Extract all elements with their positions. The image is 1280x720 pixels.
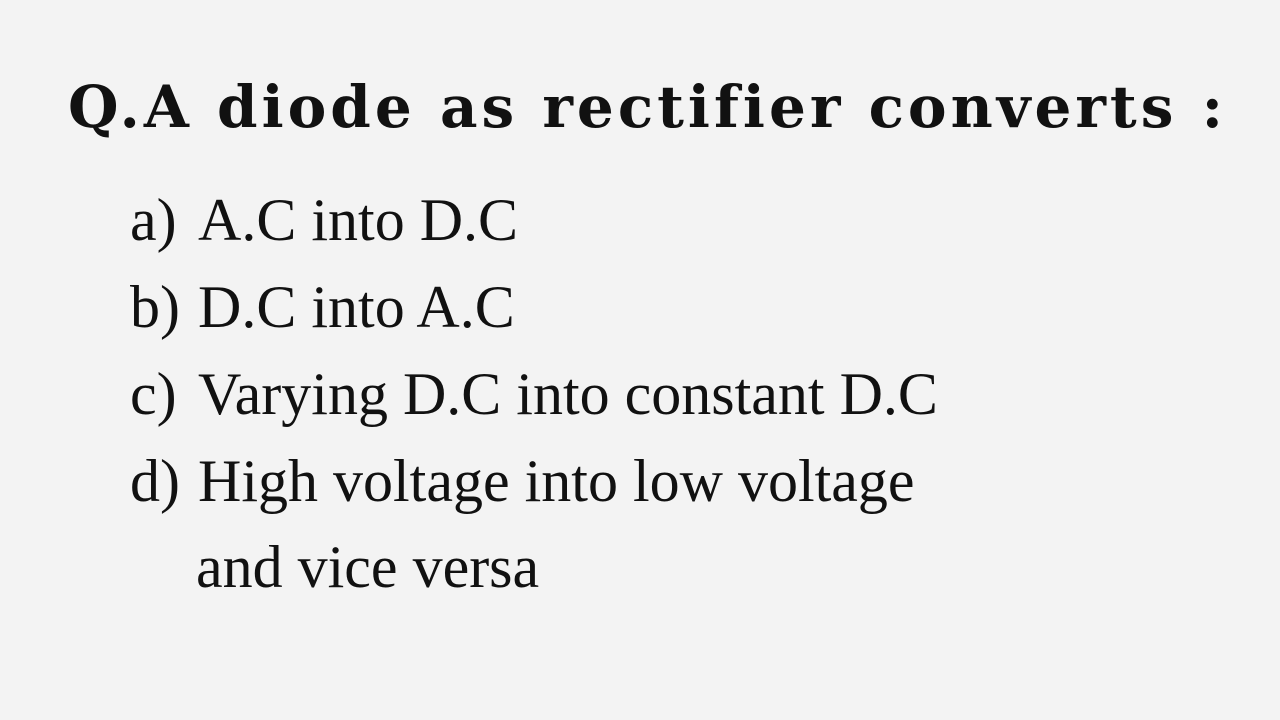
question-text: Q.A diode as rectifier converts : [68,73,1227,141]
option-b: b) D.C into A.C [130,277,515,337]
option-letter: a) [130,187,177,253]
option-text-continuation: and vice versa [196,534,540,600]
option-c: c) Varying D.C into constant D.C [130,364,938,424]
option-text: A.C into D.C [198,187,519,253]
option-text: Varying D.C into constant D.C [198,361,938,427]
option-letter: b) [130,274,180,340]
option-text: High voltage into low voltage [198,448,915,514]
option-letter: c) [130,361,177,427]
option-text: D.C into A.C [198,274,515,340]
option-letter: d) [130,448,180,514]
option-a: a) A.C into D.C [130,190,518,250]
option-d: d) High voltage into low voltage and vice… [130,451,915,597]
